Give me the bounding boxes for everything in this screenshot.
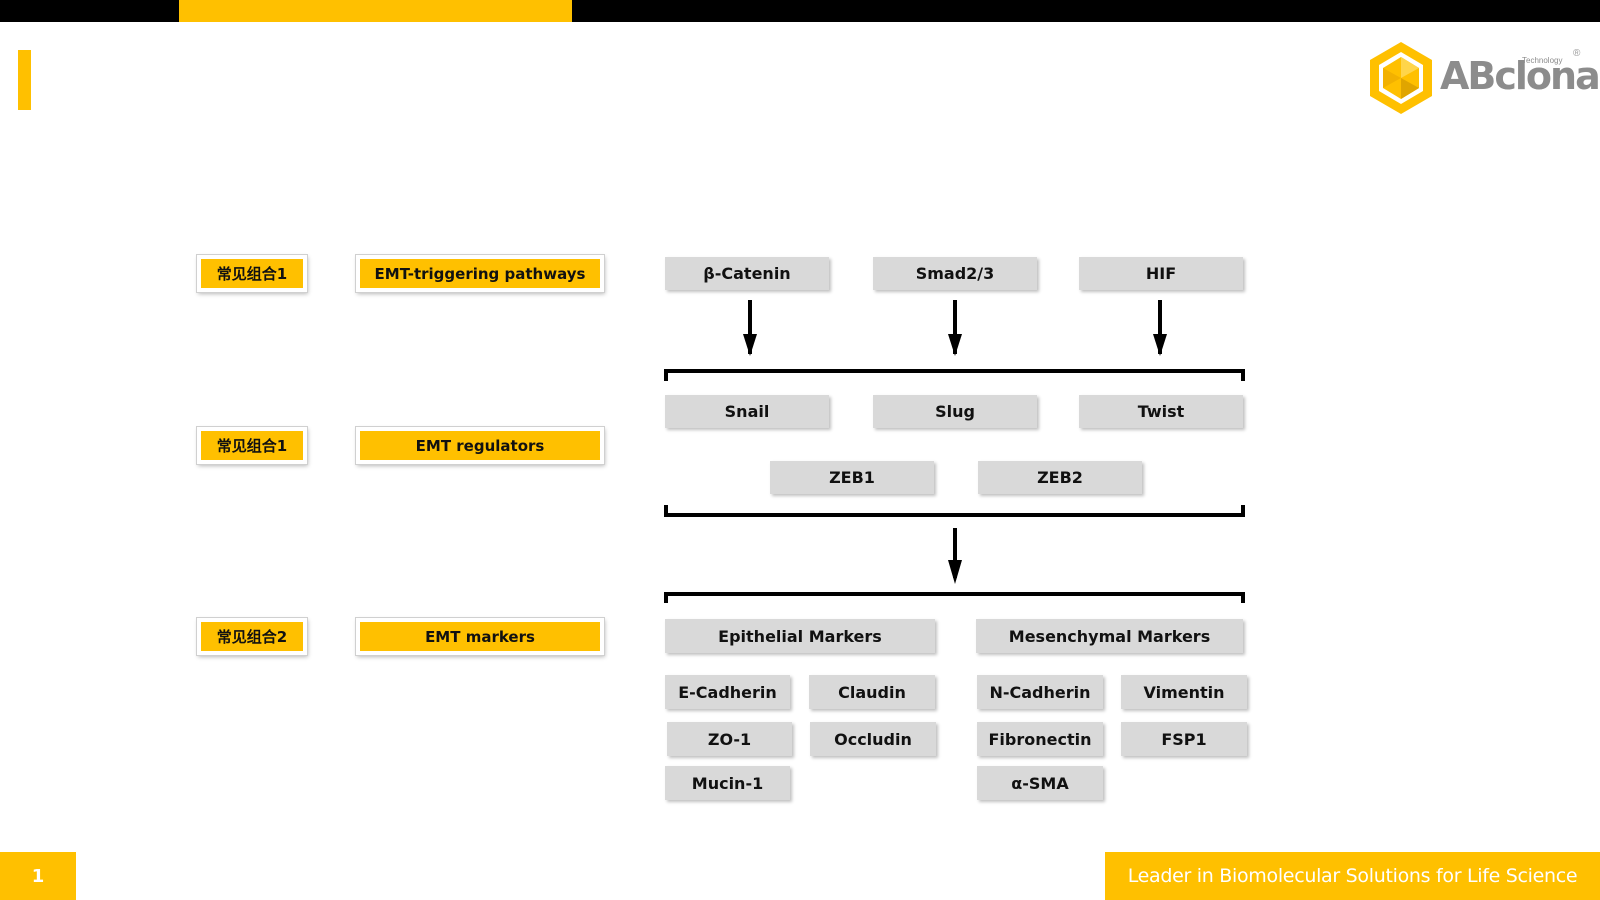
- regulators-bracket-bottom: [664, 505, 1245, 517]
- pathway-hif: HIF: [1079, 257, 1243, 290]
- row-tag-pathways: 常见组合1: [196, 254, 308, 293]
- category-emt-regulators: EMT regulators: [355, 426, 605, 465]
- pathway-smad2-3: Smad2/3: [873, 257, 1037, 290]
- marker-e-cadherin: E-Cadherin: [665, 675, 790, 709]
- marker-occludin: Occludin: [810, 722, 936, 756]
- marker-zo-1: ZO-1: [667, 722, 792, 756]
- top-accent-bar: [179, 0, 572, 22]
- marker-fsp1: FSP1: [1121, 722, 1247, 756]
- arrowhead-smad: [948, 334, 962, 356]
- footer-tagline: Leader in Biomolecular Solutions for Lif…: [1105, 852, 1600, 900]
- abclonal-logo: ABclonal Technology ®: [1366, 40, 1600, 116]
- arrowhead-markers: [948, 560, 962, 584]
- logo-subtitle: Technology: [1522, 56, 1563, 65]
- regulators-bracket-top: [664, 369, 1245, 381]
- registered-mark: ®: [1573, 48, 1581, 59]
- regulator-zeb2: ZEB2: [978, 461, 1142, 494]
- regulator-slug: Slug: [873, 395, 1037, 428]
- marker-alpha-sma: α-SMA: [977, 766, 1103, 800]
- arrowhead-hif: [1153, 334, 1167, 356]
- row-tag-regulators: 常见组合1: [196, 426, 308, 465]
- pathway-arrows: [743, 300, 1167, 356]
- regulator-snail: Snail: [665, 395, 829, 428]
- marker-claudin: Claudin: [809, 675, 935, 709]
- logo-wordmark: ABclonal: [1440, 54, 1600, 98]
- hexagon-logo-icon: [1370, 42, 1432, 114]
- arrowhead-catenin: [743, 334, 757, 356]
- markers-bracket-top: [664, 592, 1245, 603]
- marker-mucin-1: Mucin-1: [665, 766, 790, 800]
- regulator-zeb1: ZEB1: [770, 461, 934, 494]
- marker-vimentin: Vimentin: [1121, 675, 1247, 709]
- mesenchymal-markers-header: Mesenchymal Markers: [976, 619, 1243, 653]
- epithelial-markers-header: Epithelial Markers: [665, 619, 935, 653]
- pathway-beta-catenin: β-Catenin: [665, 257, 829, 290]
- category-emt-markers: EMT markers: [355, 617, 605, 656]
- marker-n-cadherin: N-Cadherin: [977, 675, 1103, 709]
- row-tag-markers: 常见组合2: [196, 617, 308, 656]
- page-number: 1: [0, 852, 76, 900]
- regulator-twist: Twist: [1079, 395, 1243, 428]
- title-accent-bar: [18, 50, 31, 110]
- marker-fibronectin: Fibronectin: [977, 722, 1103, 756]
- category-emt-triggering-pathways: EMT-triggering pathways: [355, 254, 605, 293]
